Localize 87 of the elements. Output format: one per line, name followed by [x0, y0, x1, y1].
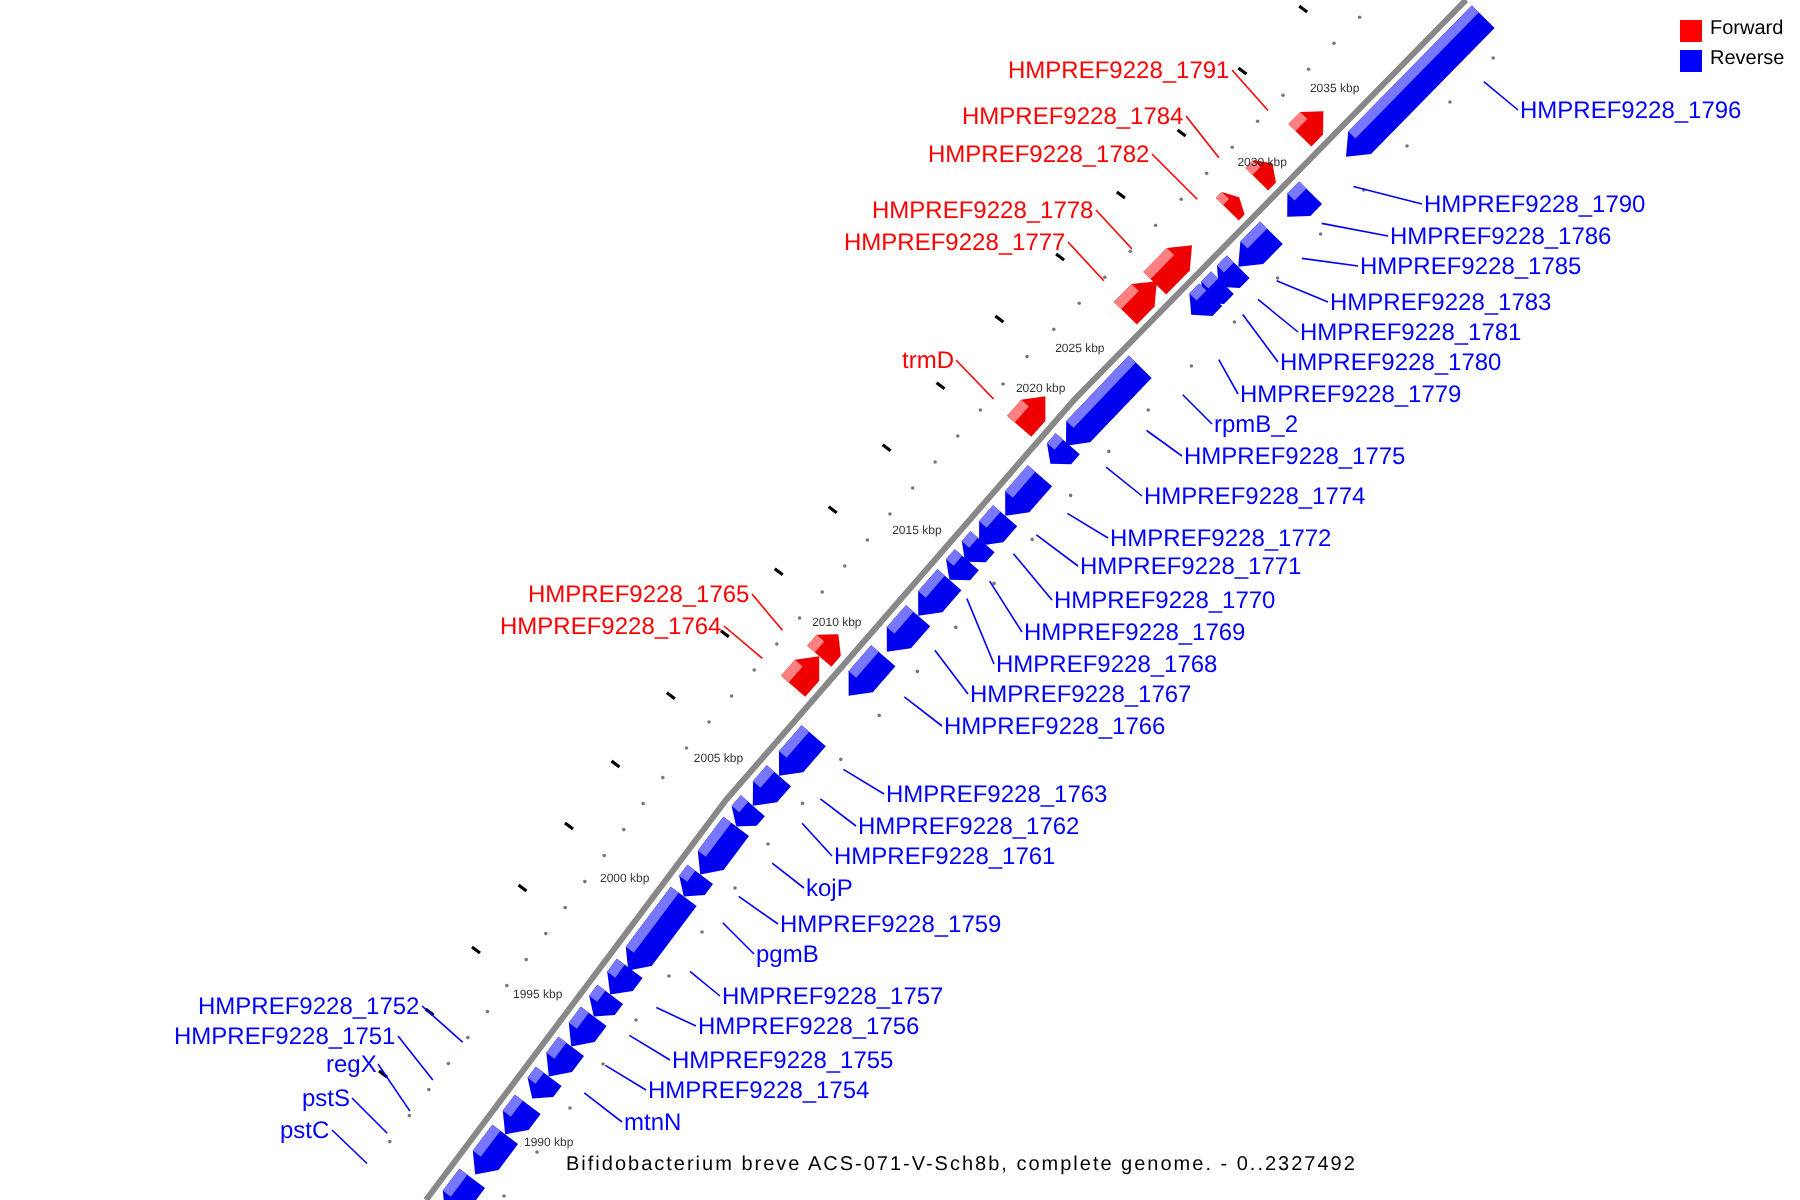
leader-line [421, 1005, 464, 1043]
leader-line [751, 593, 784, 631]
gene-label: HMPREF9228_1772 [1110, 524, 1332, 552]
leader-line [655, 1006, 697, 1027]
gene-label: HMPREF9228_1762 [858, 812, 1080, 840]
gene-label: pstS [302, 1084, 351, 1112]
leader-line [1320, 222, 1389, 237]
leader-line [604, 1064, 647, 1091]
gene-label: HMPREF9228_1756 [698, 1012, 920, 1040]
leader-line [903, 696, 943, 727]
legend-label: Forward [1710, 18, 1784, 40]
gene-label: trmD [902, 346, 954, 374]
leader-line [966, 597, 995, 665]
leader-line [723, 625, 764, 660]
leader-line [331, 1129, 368, 1165]
gene-label: HMPREF9228_1764 [500, 612, 722, 640]
leader-line [1066, 512, 1109, 539]
leader-line [1241, 313, 1279, 363]
gene-label: pgmB [756, 940, 819, 968]
leader-line [771, 862, 805, 889]
gene-label: HMPREF9228_1754 [648, 1076, 870, 1104]
leader-line [819, 798, 857, 827]
gene-label: HMPREF9228_1765 [528, 580, 750, 608]
caption: Bifidobacterium breve ACS-071-V-Sch8b, complete genome. - 0..2327492 [566, 1154, 1357, 1176]
leader-line [1185, 115, 1220, 159]
gene-label: HMPREF9228_1775 [1184, 442, 1406, 470]
leader-line [721, 921, 755, 955]
gene-label: HMPREF9228_1786 [1390, 222, 1612, 250]
leader-line [955, 359, 995, 400]
legend-label: Reverse [1710, 48, 1785, 70]
leader-line [1067, 241, 1105, 282]
leader-line [988, 580, 1023, 633]
leader-line [1105, 466, 1143, 497]
gene-label: HMPREF9228_1767 [970, 680, 1192, 708]
leader-line [801, 822, 833, 857]
gene-label: pstC [280, 1116, 330, 1144]
gene-label: HMPREF9228_1751 [174, 1022, 396, 1050]
gene-label: HMPREF9228_1780 [1280, 348, 1502, 376]
gene-label: HMPREF9228_1785 [1360, 252, 1582, 280]
leader-line [1483, 80, 1519, 111]
leader-line [583, 1092, 623, 1123]
gene-label: HMPREF9228_1769 [1024, 618, 1246, 646]
gene-label: HMPREF9228_1759 [780, 910, 1002, 938]
leader-line [1012, 553, 1053, 601]
gene-label: HMPREF9228_1783 [1330, 288, 1552, 316]
gene-label: HMPREF9228_1782 [928, 140, 1150, 168]
gene-label: HMPREF9228_1763 [886, 780, 1108, 808]
gene-label: HMPREF9228_1766 [944, 712, 1166, 740]
leader-line [1275, 280, 1329, 303]
gene-label: HMPREF9228_1796 [1520, 96, 1742, 124]
gene-label: kojP [806, 874, 853, 902]
leader-line [1231, 69, 1269, 112]
leader-line [1145, 429, 1183, 457]
leader-line [1151, 153, 1199, 201]
leader-line [934, 649, 969, 695]
gene-label: rpmB_2 [1214, 410, 1299, 438]
leader-line [1301, 257, 1359, 267]
leader-line [1095, 209, 1133, 250]
gene-label: HMPREF9228_1784 [962, 102, 1184, 130]
gene-label: HMPREF9228_1755 [672, 1046, 894, 1074]
gene-label: HMPREF9228_1752 [198, 992, 420, 1020]
leader-line [689, 970, 721, 997]
leader-line [1352, 185, 1423, 205]
leader-line [737, 895, 779, 925]
gene-label: HMPREF9228_1771 [1080, 552, 1302, 580]
leader-line [628, 1034, 671, 1061]
gene-label: HMPREF9228_1774 [1144, 482, 1366, 510]
gene-label: HMPREF9228_1761 [834, 842, 1056, 870]
gene-label: HMPREF9228_1781 [1300, 318, 1522, 346]
leader-line [397, 1035, 434, 1081]
gene-label: HMPREF9228_1770 [1054, 586, 1276, 614]
gene-label: HMPREF9228_1791 [1008, 56, 1230, 84]
gene-label: mtnN [624, 1108, 682, 1136]
leader-line [842, 768, 885, 795]
leader-line [1181, 393, 1213, 425]
leader-line [377, 1063, 411, 1112]
leader-line [1218, 358, 1239, 395]
gene-label: regX [326, 1050, 377, 1078]
leader-line [351, 1097, 389, 1135]
gene-label: HMPREF9228_1779 [1240, 380, 1462, 408]
leader-line [1035, 534, 1079, 567]
gene-label: HMPREF9228_1757 [722, 982, 944, 1010]
gene-label: HMPREF9228_1777 [844, 228, 1066, 256]
leader-line [1257, 298, 1299, 333]
gene-label: HMPREF9228_1778 [872, 196, 1094, 224]
gene-label: HMPREF9228_1790 [1424, 190, 1646, 218]
gene-label: HMPREF9228_1768 [996, 650, 1218, 678]
